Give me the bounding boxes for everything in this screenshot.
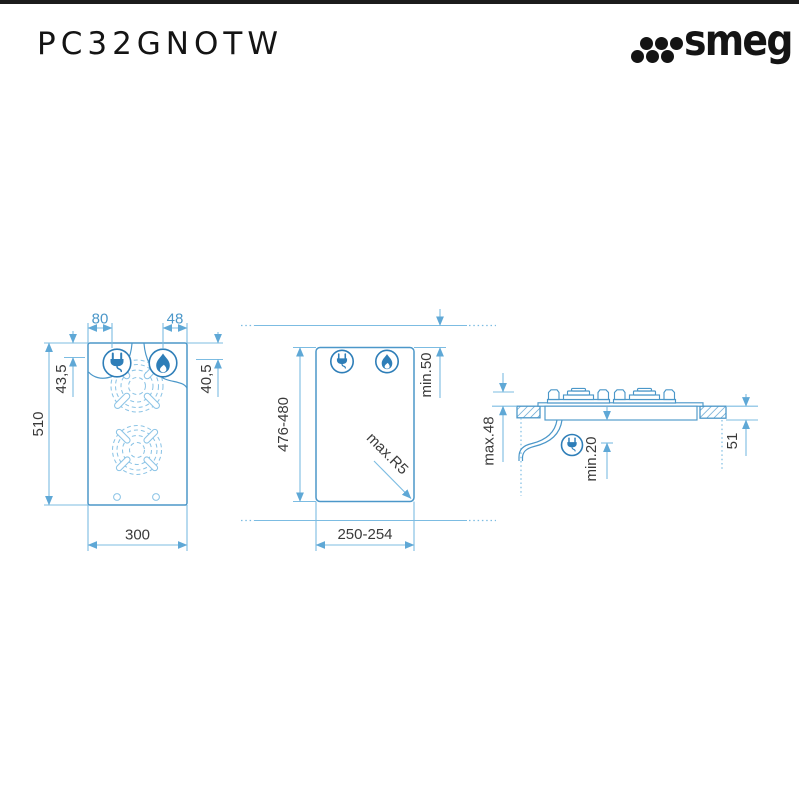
dim-above-worktop: max.48 bbox=[481, 416, 498, 465]
logo-dot-icon bbox=[640, 37, 653, 50]
logo-dot-icon bbox=[646, 50, 659, 63]
top-view-dimensions: 80 48 510 43,5 40,5 bbox=[30, 311, 223, 551]
power-plug-icon bbox=[329, 349, 354, 374]
model-title: PC32GNOTW bbox=[37, 26, 283, 62]
dim-cut-height: 476-480 bbox=[275, 397, 292, 452]
burner-small bbox=[111, 424, 163, 476]
dim-height: 510 bbox=[30, 411, 47, 436]
dim-clearance-below: min.20 bbox=[583, 436, 600, 481]
dim-flame-offset: 48 bbox=[167, 311, 184, 328]
smeg-logo: smeg bbox=[630, 16, 793, 80]
logo-dot-icon bbox=[631, 50, 644, 63]
logo-dot-icon bbox=[655, 37, 668, 50]
dim-width: 300 bbox=[125, 527, 150, 544]
logo-dot-icon bbox=[661, 50, 674, 63]
cutout-view-drawing: 476-480 250-254 min.50 max.R5 bbox=[241, 309, 496, 551]
top-view-drawing: 80 48 510 43,5 40,5 bbox=[30, 311, 223, 551]
dim-plug-offset: 80 bbox=[92, 311, 109, 328]
dim-right-inset: 40,5 bbox=[198, 364, 215, 393]
power-cable bbox=[521, 419, 563, 461]
control-knob bbox=[152, 493, 160, 501]
dim-left-inset: 43,5 bbox=[53, 364, 70, 393]
power-cable bbox=[518, 419, 558, 461]
dim-depth-below-top: 51 bbox=[724, 433, 741, 450]
power-plug-icon bbox=[102, 348, 132, 378]
side-view-drawing: max.48 min.20 51 bbox=[481, 373, 758, 496]
worktop-section-right bbox=[699, 405, 727, 419]
gas-flame-icon bbox=[374, 349, 399, 374]
control-knob bbox=[113, 493, 121, 501]
worktop-section-left bbox=[516, 405, 541, 419]
dim-rear-clearance: min.50 bbox=[418, 352, 435, 397]
dim-cut-width: 250-254 bbox=[337, 526, 392, 543]
gas-flame-icon bbox=[148, 348, 178, 378]
logo-wordmark: smeg bbox=[684, 16, 793, 66]
power-plug-icon bbox=[560, 433, 584, 457]
side-view-dimensions: max.48 min.20 51 bbox=[481, 373, 758, 482]
logo-dot-icon bbox=[670, 37, 683, 50]
top-border-bar bbox=[0, 0, 799, 4]
hob-body bbox=[544, 405, 698, 421]
